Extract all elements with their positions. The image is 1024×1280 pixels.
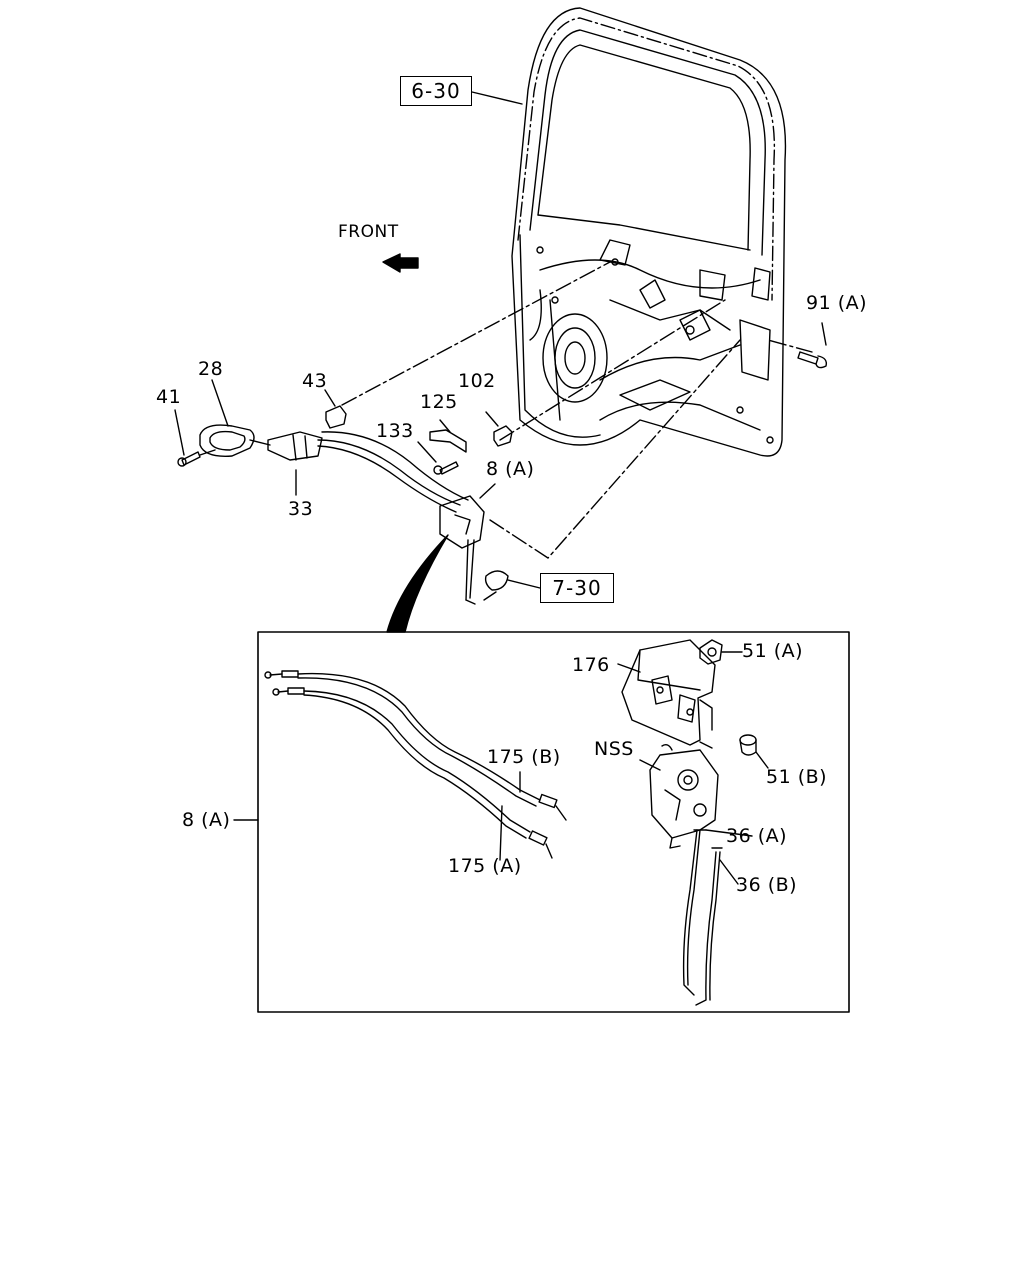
callout-nss: NSS (594, 738, 634, 760)
callout-175b: 175 (B) (487, 746, 561, 768)
inner-handle-assembly (177, 389, 513, 605)
front-label: FRONT (338, 222, 399, 242)
door-frame (511, 7, 787, 457)
rod-36b (695, 847, 739, 1006)
cable-assembly-detail (264, 670, 567, 861)
actuator-176 (617, 639, 716, 746)
callout-36a: 36 (A) (726, 825, 788, 847)
bushing-51a (699, 639, 743, 665)
callout-28: 28 (198, 358, 224, 380)
reference-leader-lines (341, 91, 813, 589)
latch-assembly-nss (639, 741, 719, 849)
callout-33: 33 (288, 498, 314, 520)
ref-box-7-30[interactable]: 7-30 (540, 573, 614, 603)
detail-arrow-icon (386, 534, 449, 633)
screw-91a-icon (797, 322, 828, 369)
callout-133: 133 (376, 420, 414, 442)
callout-43: 43 (302, 370, 328, 392)
callout-102: 102 (458, 370, 496, 392)
bushing-51b (739, 734, 769, 769)
rod-36a (682, 829, 753, 996)
detail-inset-frame (257, 631, 850, 1013)
callout-41: 41 (156, 386, 182, 408)
callout-51a: 51 (A) (742, 640, 804, 662)
callout-176: 176 (572, 654, 610, 676)
callout-36b: 36 (B) (736, 874, 798, 896)
callout-175a: 175 (A) (448, 855, 522, 877)
front-arrow-icon (382, 253, 419, 273)
callout-91a: 91 (A) (806, 292, 868, 314)
callout-8a-top: 8 (A) (486, 458, 535, 480)
callout-8a-inset: 8 (A) (182, 809, 231, 831)
ref-box-6-30[interactable]: 6-30 (400, 76, 472, 106)
callout-125: 125 (420, 391, 458, 413)
callout-51b: 51 (B) (766, 766, 828, 788)
